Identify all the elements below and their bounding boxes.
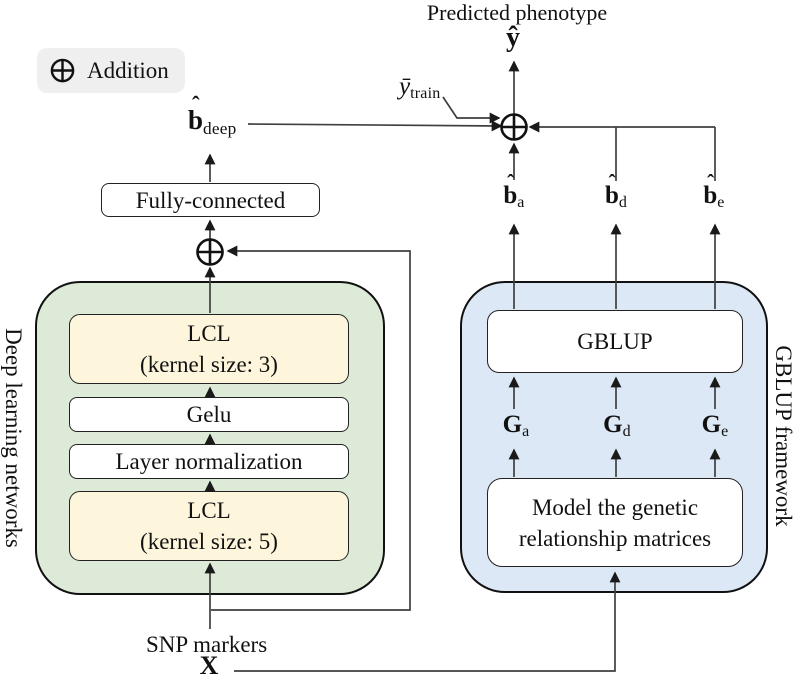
lcl-kernel3-box: LCL (kernel size: 3) [69,314,349,384]
fully-connected-box: Fully-connected [101,183,320,217]
addition-node-deep-icon [196,238,224,266]
g-a-label: Ga [502,411,530,441]
layer-normalization-box: Layer normalization [69,444,349,479]
plus-in-circle-icon [50,58,75,83]
gblup-box: GBLUP [487,310,743,373]
legend-label: Addition [87,57,169,83]
g-d-label: Gd [603,411,631,441]
gblup-side-label: GBLUP framework [771,345,796,527]
line-ytrain-to-add1 [442,96,501,124]
y-hat-label: ŷ [506,22,520,53]
model-genetic-matrices-box: Model the genetic relationship matrices [487,478,743,567]
x-input-label: X [199,651,219,680]
addition-legend: Addition [37,48,185,93]
addition-node-top-icon [500,113,528,141]
line-bdeep-to-add1 [247,120,503,132]
figure-title: Predicted phenotype [426,0,608,25]
deep-learning-side-label: Deep learning networks [1,328,26,548]
g-e-label: Ge [701,411,729,441]
gelu-box: Gelu [69,397,349,432]
y-train-label: ȳtrain [399,73,441,103]
lcl-kernel5-box: LCL (kernel size: 5) [69,491,349,561]
